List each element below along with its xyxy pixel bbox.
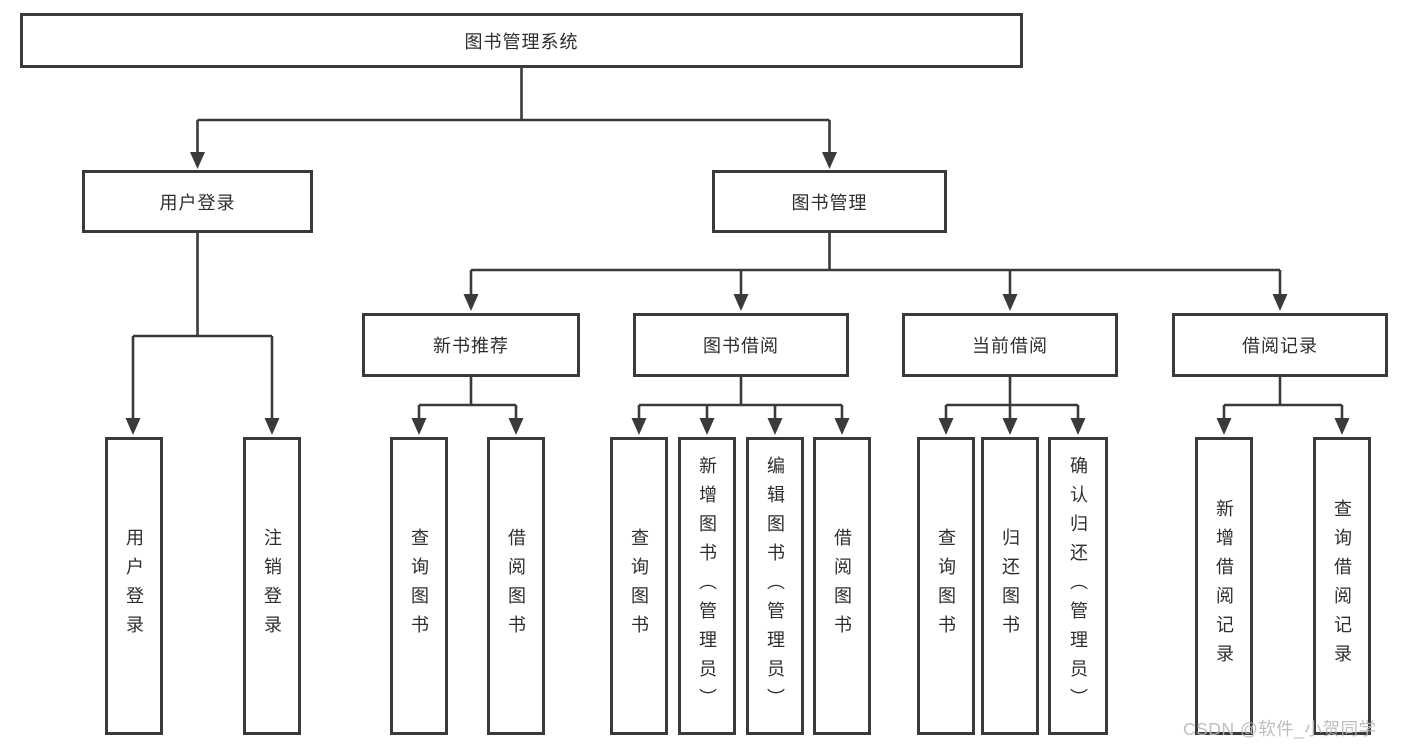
leaf-query-books-current-label: 查询图书	[936, 528, 956, 644]
leaf-borrow-books-newbooks: 借阅图书	[487, 437, 545, 735]
leaf-borrow-books-newbooks-label: 借阅图书	[506, 528, 526, 644]
leaf-add-borrow-record: 新增借阅记录	[1195, 437, 1253, 735]
leaf-logout: 注销登录	[243, 437, 301, 735]
leaf-edit-books-admin-label: 编辑图书（管理员）	[765, 455, 785, 717]
leaf-borrow-books-borrowing-label: 借阅图书	[832, 528, 852, 644]
node-book-borrowing: 图书借阅	[633, 313, 849, 377]
leaf-add-borrow-record-label: 新增借阅记录	[1214, 499, 1234, 673]
node-library-system: 图书管理系统	[20, 13, 1023, 68]
leaf-add-books-admin-label: 新增图书（管理员）	[697, 455, 717, 717]
leaf-edit-books-admin: 编辑图书（管理员）	[746, 437, 804, 735]
leaf-add-books-admin: 新增图书（管理员）	[678, 437, 736, 735]
leaf-query-books-borrowing: 查询图书	[610, 437, 668, 735]
node-new-book-recommend: 新书推荐	[362, 313, 580, 377]
leaf-query-borrow-record: 查询借阅记录	[1313, 437, 1371, 735]
leaf-borrow-books-borrowing: 借阅图书	[813, 437, 871, 735]
leaf-query-books-borrowing-label: 查询图书	[629, 528, 649, 644]
leaf-logout-label: 注销登录	[262, 528, 282, 644]
node-current-borrowing: 当前借阅	[902, 313, 1118, 377]
leaf-confirm-return-admin: 确认归还（管理员）	[1048, 437, 1108, 735]
leaf-return-books: 归还图书	[981, 437, 1039, 735]
leaf-confirm-return-admin-label: 确认归还（管理员）	[1068, 455, 1088, 717]
watermark: CSDN @软件_小贺同学	[1183, 719, 1377, 739]
leaf-query-books-newbooks-label: 查询图书	[409, 528, 429, 644]
node-book-management: 图书管理	[712, 170, 947, 233]
leaf-return-books-label: 归还图书	[1000, 528, 1020, 644]
leaf-user-login: 用户登录	[105, 437, 163, 735]
node-user-login: 用户登录	[82, 170, 313, 233]
leaf-query-borrow-record-label: 查询借阅记录	[1332, 499, 1352, 673]
node-borrowing-records: 借阅记录	[1172, 313, 1388, 377]
leaf-query-books-current: 查询图书	[917, 437, 975, 735]
leaf-user-login-label: 用户登录	[124, 528, 144, 644]
leaf-query-books-newbooks: 查询图书	[390, 437, 448, 735]
